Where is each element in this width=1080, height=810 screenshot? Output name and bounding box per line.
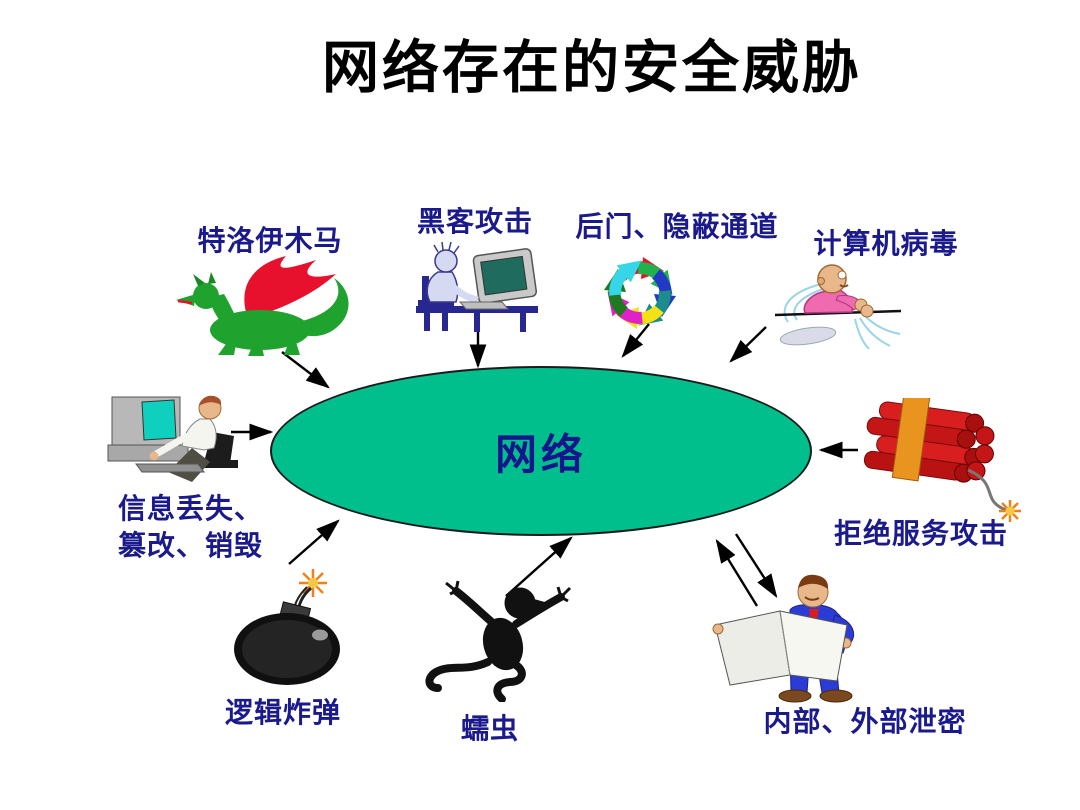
dynamite-sticks xyxy=(863,398,995,483)
label-dos: 拒绝服务攻击 xyxy=(833,517,1009,550)
man-reading-newspaper-icon xyxy=(712,574,855,703)
tissue xyxy=(779,326,837,346)
label-info-loss-line1: 信息丢失、 xyxy=(118,492,264,525)
worker-shirt xyxy=(181,418,217,451)
dragon-icon xyxy=(176,256,349,356)
dynamite-fuse xyxy=(967,468,1007,512)
label-backdoor: 后门、隐蔽通道 xyxy=(575,210,779,243)
label-trojan: 特洛伊木马 xyxy=(197,224,343,257)
sneezing-man-icon xyxy=(774,264,902,350)
keyboard xyxy=(135,463,205,473)
newspaper xyxy=(714,610,791,686)
reader-shoes xyxy=(778,689,812,703)
hacker-monitor xyxy=(472,248,538,304)
dragon-wing xyxy=(244,256,336,314)
label-logic-bomb: 逻辑炸弹 xyxy=(224,696,342,729)
dynamite-icon xyxy=(863,398,1021,522)
arrow-logicbomb-to-network xyxy=(288,519,340,565)
dragon-tail xyxy=(296,278,349,337)
computer-base xyxy=(107,444,189,462)
page-title: 网络存在的安全威胁 xyxy=(322,35,862,101)
hacker-chair xyxy=(422,276,429,304)
label-virus: 计算机病毒 xyxy=(813,227,959,260)
worm-silhouette xyxy=(425,580,572,702)
label-leak: 内部、外部泄密 xyxy=(763,705,967,738)
label-info-loss-line2: 篡改、销毁 xyxy=(118,529,264,562)
arrow-trojan-to-network xyxy=(281,351,330,389)
bomb-icon xyxy=(234,569,340,685)
label-info-loss: 信息丢失、 篡改、销毁 xyxy=(118,490,263,564)
circular-arrows-icon xyxy=(604,257,676,329)
hacker-keyboard xyxy=(458,301,510,310)
sneezer-body xyxy=(803,288,854,314)
label-worm: 蠕虫 xyxy=(460,712,520,745)
hacker-at-computer-icon xyxy=(416,241,538,332)
monitor-screen xyxy=(141,399,177,441)
network-ellipse-node: 网络 xyxy=(270,366,812,536)
user-at-workstation-icon xyxy=(107,395,238,482)
network-label: 网络 xyxy=(494,429,587,479)
label-hacker: 黑客攻击 xyxy=(416,205,534,238)
hacker-person xyxy=(426,241,479,304)
worm-figure-icon xyxy=(425,580,572,702)
arrow-virus-to-network xyxy=(729,326,767,363)
fuse-spark xyxy=(999,500,1021,522)
bomb-spark xyxy=(299,569,327,597)
dragon-head xyxy=(193,283,219,309)
arrow-ring xyxy=(604,257,676,329)
